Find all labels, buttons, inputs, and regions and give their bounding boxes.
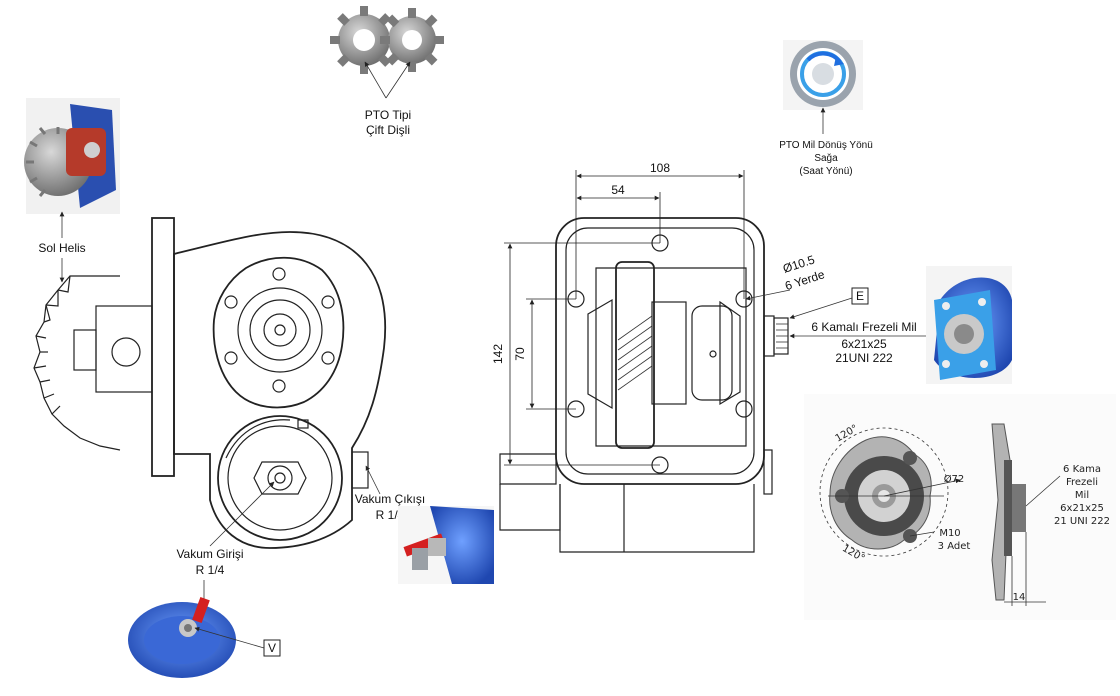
flange-shaft-line5: 21 UNI 222 bbox=[1054, 516, 1110, 527]
rotation-clockwise: (Saat Yönü) bbox=[799, 166, 852, 177]
shaft-photo bbox=[926, 266, 1012, 384]
pto-type-sublabel: Çift Dişli bbox=[366, 123, 410, 137]
marker-e-box bbox=[851, 287, 869, 305]
marker-v: V bbox=[268, 641, 276, 655]
rotation-direction-icon bbox=[783, 40, 863, 110]
dim-70: 70 bbox=[513, 347, 527, 361]
flange-diameter: Ø72 bbox=[944, 473, 965, 485]
flange-bolt-size: M10 bbox=[939, 528, 960, 539]
flange-shaft-line1: 6 Kama bbox=[1063, 464, 1101, 475]
flange-detail-panel bbox=[804, 394, 1116, 620]
dimension-lines bbox=[504, 170, 745, 466]
dim-54: 54 bbox=[611, 183, 625, 197]
leader-line bbox=[745, 289, 791, 301]
side-view-drawing bbox=[33, 217, 386, 549]
dim-108: 108 bbox=[650, 161, 670, 175]
flange-length: 14 bbox=[1013, 592, 1026, 603]
pto-type-label: PTO Tipi bbox=[365, 108, 411, 122]
flange-shaft-line4: 6x21x25 bbox=[1060, 503, 1104, 514]
shaft-standard: 21UNI 222 bbox=[835, 351, 893, 365]
flange-shaft-line3: Mil bbox=[1075, 490, 1089, 501]
vacuum-in-photo bbox=[128, 597, 236, 678]
rotation-label: PTO Mil Dönüş Yönü bbox=[779, 140, 873, 151]
leader-line bbox=[365, 465, 381, 495]
vacuum-in-label: Vakum Girişi bbox=[176, 547, 243, 561]
leader-line bbox=[364, 61, 387, 99]
front-view-drawing bbox=[499, 217, 789, 553]
vacuum-out-thread: R 1/4 bbox=[376, 508, 405, 522]
flange-bolt-count: 3 Adet bbox=[938, 541, 971, 552]
leader-line bbox=[789, 297, 853, 319]
rotation-direction: Sağa bbox=[814, 153, 838, 164]
helix-label: Sol Helis bbox=[38, 241, 85, 255]
leader-line bbox=[385, 61, 411, 99]
flange-shaft-line2: Frezeli bbox=[1066, 477, 1098, 488]
leader-line bbox=[194, 626, 265, 649]
vacuum-out-label: Vakum Çıkışı bbox=[355, 492, 425, 506]
helix-gear-photo bbox=[24, 98, 120, 214]
dim-142: 142 bbox=[491, 344, 505, 364]
vacuum-in-thread: R 1/4 bbox=[196, 563, 225, 577]
marker-e: E bbox=[856, 289, 864, 303]
marker-v-box bbox=[263, 639, 281, 657]
shaft-label: 6 Kamalı Frezeli Mil bbox=[811, 320, 916, 334]
leader-line bbox=[209, 481, 275, 547]
shaft-spec: 6x21x25 bbox=[841, 337, 887, 351]
vacuum-out-photo bbox=[398, 506, 494, 584]
pto-gears-image bbox=[330, 6, 444, 74]
